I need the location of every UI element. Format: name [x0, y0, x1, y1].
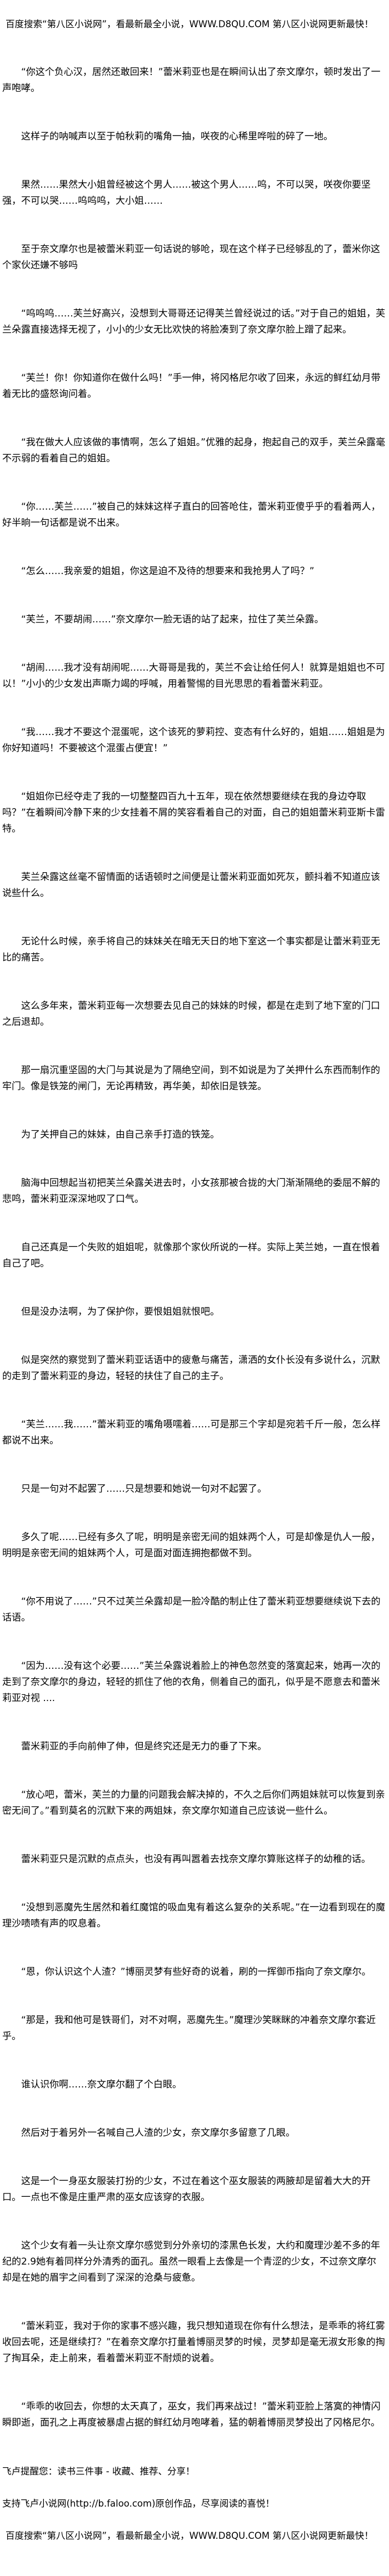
paragraph: “你不用说了……”只不过芙兰朵露却是一脸冷酷的制止住了蕾米莉亚想要继续说下去的话…	[2, 1596, 381, 1623]
paragraph: 然后对于着另外一名喊自己人渣的少女，奈文摩尔多留意了几眼。	[21, 2127, 295, 2139]
paragraph: 果然……果然大小姐曾经被这个男人……被这个男人……呜，不可以哭，咲夜你要坚强，不…	[2, 179, 371, 207]
paragraph: 这么多年来，蕾米莉亚每一次想要去见自己的妹妹的时候，都是在走到了地下室的门口之后…	[2, 1000, 380, 1028]
paragraph: 这个少女有着一头让奈文摩尔感觉到分外亲切的漆黑色长发，大约和魔理沙差不多的年纪的…	[2, 2240, 380, 2283]
paragraph: 谁认识你啊……奈文摩尔翻了个白眼。	[21, 2079, 182, 2090]
paragraph: 至于奈文摩尔也是被蕾米莉亚一句话说的够呛，现在这个样子已经够乱的了，蕾米你这个家…	[2, 244, 380, 271]
paragraph: “你……芙兰……”被自己的妹妹这样子直白的回答呛住，蕾米莉亚傻乎乎的看着两人，好…	[2, 501, 381, 529]
paragraph: “那是，我和他可是铁哥们，对不对啊，恶魔先生。”魔理沙笑眯眯的冲着奈文摩尔套近乎…	[2, 2015, 376, 2042]
footer-reminder: 飞卢提醒您：读书三件事 - 收藏、推荐、分享！	[2, 2466, 195, 2477]
paragraph: “恩，你认识这个人渣？”博丽灵梦有些好奇的说着，刷的一挥御币指向了奈文摩尔。	[21, 1966, 371, 1978]
paragraph: 只是一句对不起罢了……只是想要和她说一句对不起罢了。	[21, 1483, 267, 1495]
paragraph: “呜呜呜……芙兰好高兴，没想到大哥哥还记得芙兰曾经说过的话。”对于自己的姐姐，芙…	[2, 308, 386, 335]
paragraph: “乖乖的收回去，你想的太天真了，巫女，我们再来战过！”蕾米莉亚脸上落寞的神情闪瞬…	[2, 2401, 381, 2428]
header-banner: 百度搜索“第八区小说网”，看最新最全小说，WWW.D8QU.COM 第八区小说网…	[6, 19, 373, 29]
paragraph: 似是突然的察觉到了蕾米莉亚话语中的疲惫与痛苦，潇洒的女仆长没有多说什么，沉默的走…	[2, 1355, 380, 1382]
paragraph: 芙兰朵露这丝毫不留情面的话语顿时之间便是让蕾米莉亚面如死灰，颤抖着不知道应该说些…	[2, 872, 380, 899]
paragraph: “我在做大人应该做的事情啊，怎么了姐姐。”优雅的起身，抱起自己的双手，芙兰朵露毫…	[2, 437, 386, 464]
paragraph: “你这个负心汉，居然还敢回来！”蕾米莉亚也是在瞬间认出了奈文摩尔，顿时发出了一声…	[2, 67, 381, 94]
paragraph: “胡闹……我才没有胡闹呢……大哥哥是我的，芙兰不会让给任何人！就算是姐姐也不可以…	[2, 662, 385, 690]
paragraph: 多久了呢……已经有多久了呢，明明是亲密无间的姐妹两个人，可是却像是仇人一般，明明…	[2, 1532, 380, 1559]
paragraph: 这样子的呐喊声以至于帕秋莉的嘴角一抽，咲夜的心稀里哗啦的碎了一地。	[21, 131, 333, 142]
chapter-content: “你这个负心汉，居然还敢回来！”蕾米莉亚也是在瞬间认出了奈文摩尔，顿时发出了一声…	[2, 64, 386, 2431]
footer-banner: 百度搜索“第八区小说网”，看最新最全小说，WWW.D8QU.COM 第八区小说网…	[6, 2530, 373, 2541]
paragraph: “怎么……我亲爱的姐姐，你这是迫不及待的想要来和我抢男人了吗？”	[21, 566, 315, 577]
paragraph: 为了关押自己的妹妹，由自己亲手打造的铁笼。	[21, 1129, 220, 1140]
paragraph: “芙兰，不要胡闹……”奈文摩尔一脸无语的站了起来，拉住了芙兰朵露。	[21, 614, 324, 625]
paragraph: 脑海中回想起当初把芙兰朵露关进去时，小女孩那被合拢的大门渐渐隔绝的委屈不解的悲鸣…	[2, 1178, 380, 1205]
paragraph: “没想到恶魔先生居然和着红魔馆的吸血鬼有着这么复杂的关系呢。”在一边看到现在的魔…	[2, 1902, 386, 1929]
paragraph: 这是一个一身巫女服装打扮的少女，不过在着这个巫女服装的两腋却是留着大大的开口。一…	[2, 2176, 371, 2203]
paragraph: “放心吧，蕾米，芙兰的力量的问题我会解决掉的，不久之后你们两姐妹就可以恢复到亲密…	[2, 1789, 385, 1817]
paragraph: 自己还真是一个失败的姐姐呢，就像那个家伙所说的一样。实际上芙兰她，一直在恨着自己…	[2, 1242, 380, 1269]
paragraph: 蕾米莉亚的手向前伸了伸，但是终究还是无力的垂了下来。	[21, 1741, 267, 1752]
paragraph: 蕾米莉亚只是沉默的点点头，也没有再叫嚣着去找奈文摩尔算账这样子的幼稚的话。	[21, 1854, 371, 1865]
footer-support-link[interactable]: 支持飞卢小说网(http://b.faloo.com)原创作品，尽享阅读的喜悦！	[2, 2498, 275, 2509]
paragraph: “我……我才不要这个混蛋呢，这个该死的萝莉控、变态有什么好的，姐姐……姐姐是为你…	[2, 727, 385, 754]
paragraph: 那一扇沉重坚固的大门与其说是为了隔绝空间，到不如说是为了关押什么东西而制作的牢门…	[2, 1065, 380, 1092]
paragraph: “芙兰……我……”蕾米莉亚的嘴角嗫嚅着……可是那三个字却是宛若千斤一般，怎么样都…	[2, 1419, 381, 1446]
paragraph: “芙兰！你！你知道你在做什么吗！”手一伸，将冈格尼尔收了回来，永远的鲜红幼月带着…	[2, 373, 381, 400]
paragraph: “姐姐你已经夺走了我的一切整整四百九十五年，现在依然想要继续在我的身边夺取吗？”…	[2, 791, 385, 834]
paragraph: “蕾米莉亚，我对于你的家事不感兴趣，我只想知道现在你有什么想法，是乖乖的将红雾收…	[2, 2321, 385, 2364]
paragraph: 无论什么时候，亲手将自己的妹妹关在暗无天日的地下室这一个事实都是让蕾米莉亚无比的…	[2, 936, 380, 963]
paragraph: 但是没办法啊，为了保护你，要恨姐姐就恨吧。	[21, 1306, 220, 1317]
paragraph: “因为……没有这个必要……”芙兰朵露说着脸上的神色忽然变的落寞起来，她再一次的走…	[2, 1661, 381, 1704]
